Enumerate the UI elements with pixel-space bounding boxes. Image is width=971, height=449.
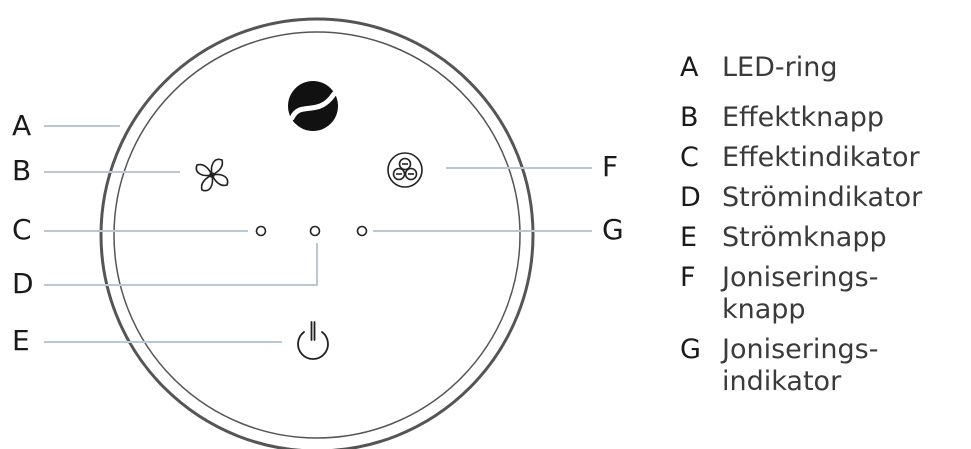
legend-text: Joniserings- knapp <box>722 262 879 325</box>
legend-key: B <box>680 102 699 133</box>
power-icon[interactable] <box>297 321 329 360</box>
ionizer-indicator-dot <box>356 225 368 237</box>
legend-key: F <box>680 262 696 293</box>
legend-item: E Strömknapp <box>672 222 971 254</box>
legend-key: A <box>680 52 699 83</box>
legend-item: B Effektknapp <box>672 102 971 134</box>
callout-a: A <box>12 109 32 142</box>
legend-item: F Joniserings- knapp <box>672 262 971 326</box>
legend-item: C Effektindikator <box>672 142 971 174</box>
callout-c: C <box>12 213 32 246</box>
effect-indicator-dot <box>255 225 267 237</box>
legend-text: LED-ring <box>722 52 838 83</box>
legend-key: D <box>680 182 701 213</box>
callout-e: E <box>12 324 30 357</box>
legend-text: Strömindikator <box>722 182 923 213</box>
fan-icon[interactable] <box>195 158 229 192</box>
led-ring-inner <box>113 31 521 439</box>
logo-icon <box>288 81 338 131</box>
legend-key: E <box>680 222 698 253</box>
legend-item: A LED-ring <box>672 52 971 84</box>
leader-lines <box>44 125 592 343</box>
ionizer-icon[interactable] <box>387 152 423 188</box>
led-ring-outer <box>99 17 535 449</box>
legend-text: Effektknapp <box>722 102 885 133</box>
legend-key: G <box>680 334 701 365</box>
callout-b: B <box>12 154 32 187</box>
legend-key: C <box>680 142 699 173</box>
legend-item: G Joniserings- indikator <box>672 334 971 398</box>
leader-line-d <box>44 243 318 286</box>
legend: A LED-ring B Effektknapp C Effektindikat… <box>672 52 971 398</box>
power-indicator-dot <box>309 225 321 237</box>
callout-d: D <box>12 267 34 300</box>
callout-g: G <box>602 213 624 246</box>
legend-text: Joniserings- indikator <box>722 334 879 397</box>
legend-text: Strömknapp <box>722 222 887 253</box>
legend-text: Effektindikator <box>722 142 920 173</box>
legend-item: D Strömindikator <box>672 182 971 214</box>
callout-f: F <box>602 150 619 183</box>
